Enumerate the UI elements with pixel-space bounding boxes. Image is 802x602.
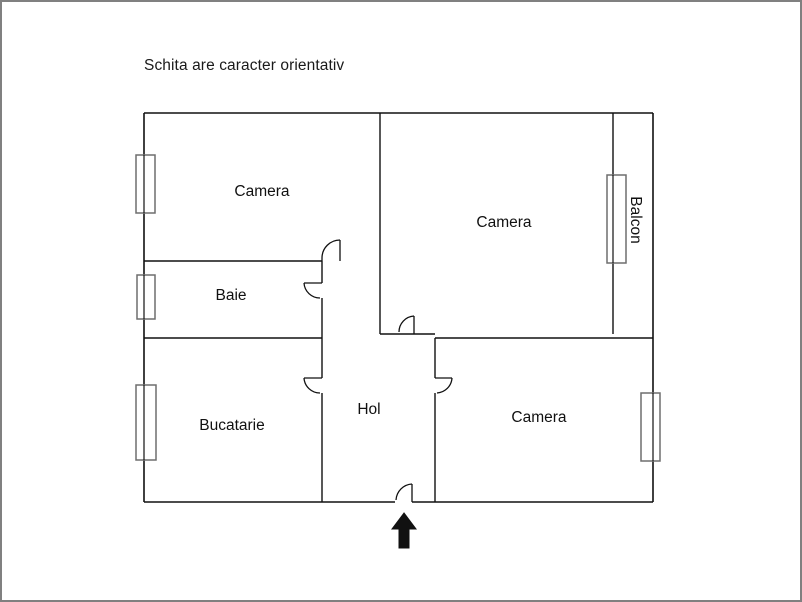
room-label-baie: Baie — [215, 287, 246, 304]
room-labels: Camera Baie Bucatarie Hol Camera Camera … — [199, 183, 644, 434]
door-bucatarie-door[interactable] — [303, 377, 322, 394]
door-camera-top-right[interactable] — [398, 315, 415, 334]
room-label-hol: Hol — [357, 401, 380, 418]
windows — [135, 154, 661, 462]
outer-walls — [143, 112, 654, 503]
window-balcon — [606, 174, 627, 264]
window-bucatarie — [135, 384, 157, 461]
door-baie-door[interactable] — [303, 282, 322, 299]
door-camera-top-left[interactable] — [321, 239, 341, 261]
room-label-camera-top-right: Camera — [476, 214, 532, 231]
window-baie — [136, 274, 156, 320]
room-label-camera-top-left: Camera — [234, 183, 290, 200]
interior-walls — [144, 113, 653, 502]
room-label-camera-bottom-right: Camera — [511, 409, 567, 426]
page-title: Schita are caracter orientativ — [144, 57, 345, 74]
room-label-bucatarie: Bucatarie — [199, 417, 264, 434]
window-mullions — [143, 155, 654, 461]
window-camera-bottom-right — [640, 392, 661, 462]
door-camera-bottom-right[interactable] — [435, 377, 453, 394]
doors — [303, 239, 453, 502]
entrance-arrow-shape — [391, 512, 417, 549]
entrance-arrow — [391, 512, 417, 549]
window-camera-top-left — [135, 154, 156, 214]
room-label-balcon: Balcon — [627, 196, 644, 243]
door-entrance[interactable] — [395, 483, 413, 502]
